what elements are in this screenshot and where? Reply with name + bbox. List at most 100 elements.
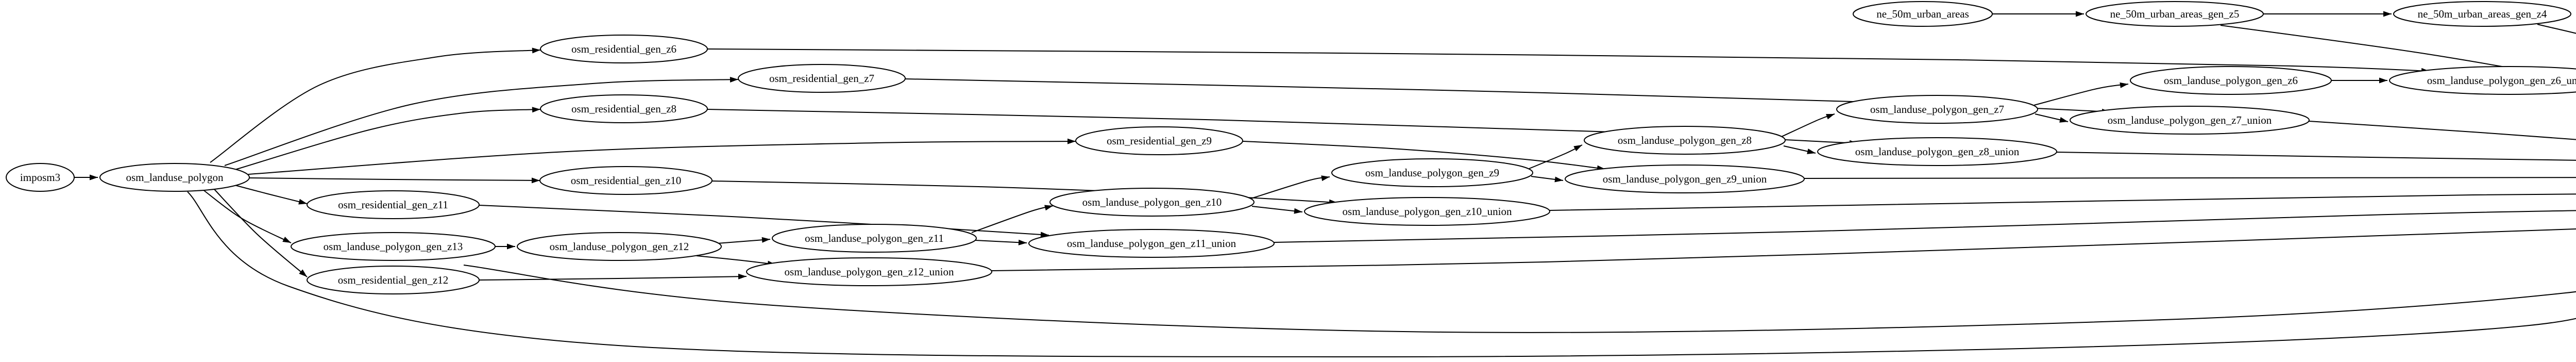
node-ellipse [6,163,75,192]
edge-line [2056,152,2576,161]
node-osm_landuse_polygon_gen_z8_union: osm_landuse_polygon_gen_z8_union [1817,137,2057,166]
edge-line [975,240,1027,243]
node-ellipse [2070,106,2310,135]
edge-line [202,189,292,243]
edge-line [479,205,1049,236]
edge-osm_landuse_polygon-to-osm_residential_gen_z12 [213,188,308,277]
edge-line [1804,177,2576,179]
node-osm_landuse_polygon_gen_z11_union: osm_landuse_polygon_gen_z11_union [1028,229,1275,258]
node-osm_landuse_polygon_gen_z12_union: osm_landuse_polygon_gen_z12_union [746,257,992,286]
arrowhead-icon [2120,82,2128,88]
node-label: osm_landuse_polygon_gen_z6_union [2427,74,2576,87]
node-ellipse [1817,137,2057,166]
arrowhead-icon [1807,149,1816,154]
edge-line [711,180,1338,203]
node-osm_landuse_polygon_gen_z9: osm_landuse_polygon_gen_z9 [1331,158,1533,187]
node-ellipse [1836,95,2038,124]
node-label: osm_landuse_polygon_gen_z12_union [785,266,954,278]
node-label: osm_landuse_polygon_gen_z6 [2164,74,2298,87]
arrowhead-icon [532,47,540,54]
node-ellipse [291,232,496,261]
arrowhead-icon [2076,11,2084,17]
node-ellipse [772,224,977,253]
node-ellipse [2086,1,2264,27]
node-osm_landuse_polygon_gen_z10_union: osm_landuse_polygon_gen_z10_union [1304,197,1550,226]
node-ellipse [738,64,906,93]
node-ellipse [1331,158,1533,187]
arrowhead-icon [2379,77,2387,84]
node-label: osm_landuse_polygon_gen_z11 [805,232,944,244]
node-ellipse [1304,197,1550,226]
arrowhead-icon [531,177,540,184]
arrowhead-icon [1554,176,1563,183]
arrowhead-icon [738,273,747,279]
edge-osm_landuse_polygon_gen_z7_union-to-layer_landuse-z7 [2309,121,2576,140]
node-osm_residential_gen_z7: osm_residential_gen_z7 [738,64,906,93]
node-label: osm_residential_gen_z10 [571,174,682,187]
node-osm_landuse_polygon_gen_z12: osm_landuse_polygon_gen_z12 [517,232,722,261]
edge-osm_landuse_polygon-to-osm_residential_gen_z10 [249,177,540,184]
node-ellipse [1028,229,1275,258]
edge-osm_landuse_polygon_gen_z9-to-osm_landuse_polygon_gen_z9_union [1531,176,1564,183]
edge-ne_50m_urban_areas-to-ne_50m_urban_areas_gen_z5 [1992,11,2084,17]
edge-line [1242,141,1606,170]
node-osm_residential_gen_z9: osm_residential_gen_z9 [1075,126,1243,155]
arrowhead-icon [1067,138,1076,144]
edge-osm_landuse_polygon_gen_z9_union-to-layer_landuse-z9 [1804,177,2576,179]
node-label: osm_residential_gen_z7 [769,72,874,85]
node-ellipse [539,166,713,195]
edge-line [210,50,541,163]
arrowhead-icon [1826,114,1835,120]
edge-line [234,109,541,170]
edge-osm_landuse_polygon_gen_z12-to-osm_landuse_polygon_gen_z11 [717,237,771,244]
edge-osm_landuse_polygon-to-osm_landuse_polygon_gen_z13 [202,189,292,243]
arrowhead-icon [1018,239,1027,245]
node-ellipse [1584,126,1786,155]
edge-ne_50m_urban_areas_gen_z5-to-ne_50m_urban_areas_gen_z4 [2263,11,2392,17]
edge-osm_landuse_polygon_gen_z13-to-osm_landuse_polygon_gen_z12 [495,243,515,250]
edge-line [2537,24,2576,34]
node-label: osm_landuse_polygon_gen_z11_union [1067,237,1236,250]
node-osm_landuse_polygon: osm_landuse_polygon [99,163,250,192]
node-ellipse [1075,126,1243,155]
edge-osm_landuse_polygon-to-osm_residential_gen_z8 [234,107,541,170]
node-label: osm_landuse_polygon_gen_z8 [1618,134,1752,146]
node-ellipse [2389,66,2576,95]
edge-line [1549,193,2576,211]
edge-osm_landuse_polygon_gen_z9-to-osm_landuse_polygon_gen_z8 [1529,144,1583,169]
node-ellipse [1049,188,1255,217]
edge-osm_landuse_polygon_gen_z12_union-to-layer_landuse-z12 [991,228,2576,271]
edge-line [479,276,747,281]
node-label: ne_50m_urban_areas_gen_z4 [2418,8,2547,20]
node-osm_landuse_polygon_gen_z6_union: osm_landuse_polygon_gen_z6_union [2389,66,2576,95]
node-ellipse [307,190,480,219]
node-osm_landuse_polygon_gen_z11: osm_landuse_polygon_gen_z11 [772,224,977,253]
node-label: osm_landuse_polygon_gen_z8_union [1855,145,2020,158]
edge-osm_landuse_polygon_gen_z11-to-osm_landuse_polygon_gen_z10 [971,205,1054,233]
node-ne_50m_urban_areas: ne_50m_urban_areas [1853,1,1993,27]
arrowhead-icon [532,107,540,113]
edge-line [224,79,739,166]
edge-osm_landuse_polygon-to-osm_residential_gen_z9 [248,138,1076,175]
node-ellipse [307,266,480,294]
node-label: osm_landuse_polygon_gen_z12 [550,240,689,253]
edge-osm_landuse_polygon_gen_z10_union-to-layer_landuse-z10 [1549,193,2576,211]
edge-osm_landuse_polygon_gen_z13-to-layer_landuse-z13 [463,265,2576,333]
node-label: ne_50m_urban_areas [1876,8,1969,20]
arrowhead-icon [282,236,291,243]
node-label: osm_landuse_polygon_gen_z7_union [2108,114,2272,126]
node-ellipse [2130,66,2332,95]
node-imposm3: imposm3 [6,163,75,192]
node-osm_residential_gen_z6: osm_residential_gen_z6 [540,35,708,63]
edge-line [228,183,308,204]
edge-line [2309,121,2576,140]
node-label: osm_residential_gen_z12 [338,274,449,286]
edge-osm_landuse_polygon-to-osm_residential_gen_z7 [224,76,739,166]
edge-osm_residential_gen_z12-to-osm_landuse_polygon_gen_z12_union [479,273,747,281]
edge-line [463,265,2576,333]
node-osm_residential_gen_z11: osm_residential_gen_z11 [307,190,480,219]
arrowhead-icon [1044,205,1053,211]
edge-line [248,141,1076,175]
